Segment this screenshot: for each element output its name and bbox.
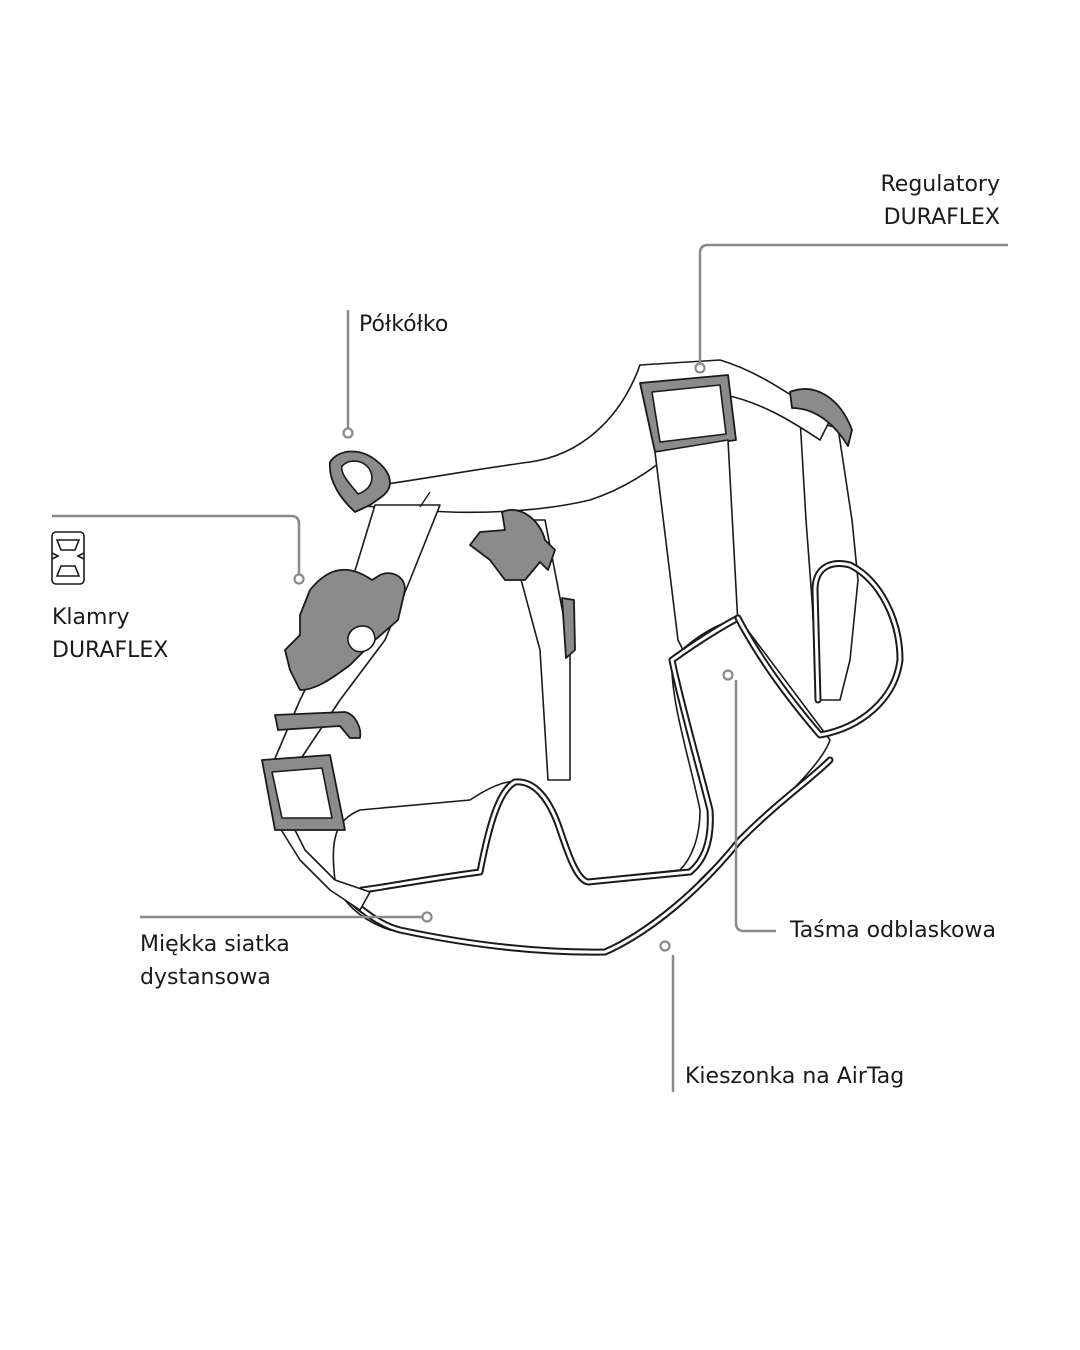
dot-buckles xyxy=(293,573,305,585)
dot-d-ring xyxy=(342,427,354,439)
callout-mesh-line2: dystansowa xyxy=(140,965,271,990)
callout-mesh: Miękka siatka dystansowa xyxy=(140,928,290,994)
dot-airtag xyxy=(659,940,671,952)
callout-airtag: Kieszonka na AirTag xyxy=(685,1060,904,1093)
dot-reflective xyxy=(722,669,734,681)
callout-regulators-line1: Regulatory xyxy=(880,172,1001,197)
mesh-pad xyxy=(332,619,831,953)
back-strap-left-inner xyxy=(504,519,571,781)
side-buckle xyxy=(284,568,406,691)
back-strap-right xyxy=(799,417,859,701)
callout-d-ring: Półkółko xyxy=(359,308,448,341)
inner-buckle-side xyxy=(561,597,576,659)
dot-regulators xyxy=(694,362,706,374)
callout-reflective: Taśma odblaskowa xyxy=(790,914,996,947)
dot-mesh xyxy=(421,911,433,923)
inner-buckle xyxy=(469,509,556,581)
callout-d-ring-line1: Półkółko xyxy=(359,312,449,337)
leader-buckles xyxy=(52,514,301,574)
leader-regulators xyxy=(698,243,1008,366)
slide-bar xyxy=(274,711,362,739)
callout-reflective-line1: Taśma odblaskowa xyxy=(790,918,996,943)
harness-illustration xyxy=(261,359,904,956)
callout-buckles: Klamry DURAFLEX xyxy=(52,601,168,667)
callout-buckles-line1: Klamry xyxy=(52,605,130,630)
leader-reflective xyxy=(734,680,776,933)
callout-regulators: Regulatory DURAFLEX xyxy=(881,168,1001,234)
callout-buckles-line2: DURAFLEX xyxy=(52,638,169,663)
callout-airtag-line1: Kieszonka na AirTag xyxy=(685,1064,905,1089)
buckle-icon xyxy=(51,531,85,585)
top-strap xyxy=(344,359,831,514)
adjuster-right-clip xyxy=(789,388,853,447)
callout-mesh-line1: Miękka siatka xyxy=(140,932,290,957)
callout-regulators-line2: DURAFLEX xyxy=(883,205,1000,230)
